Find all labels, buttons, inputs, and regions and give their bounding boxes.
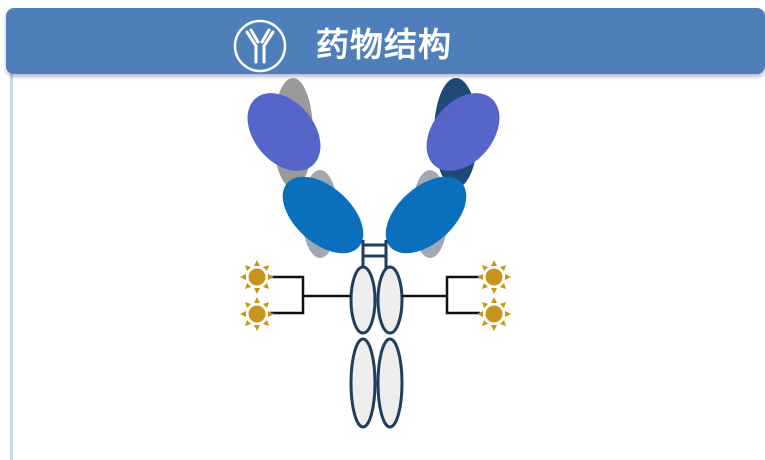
payload-icon-left-bottom bbox=[240, 297, 274, 331]
fc-region bbox=[351, 267, 402, 427]
payload-icon-left-top bbox=[240, 260, 274, 294]
hinge-disulfide-bonds bbox=[363, 240, 386, 270]
payload-icon-right-top bbox=[477, 260, 511, 294]
ch3-domain-left bbox=[351, 339, 375, 427]
payload-icon-right-bottom bbox=[477, 297, 511, 331]
adc-structure-diagram bbox=[0, 0, 765, 446]
linker-left bbox=[270, 277, 351, 313]
linker-right bbox=[402, 277, 480, 313]
ch2-domain-left bbox=[351, 267, 375, 333]
ch2-domain-right bbox=[378, 267, 402, 333]
ch3-domain-right bbox=[378, 339, 402, 427]
